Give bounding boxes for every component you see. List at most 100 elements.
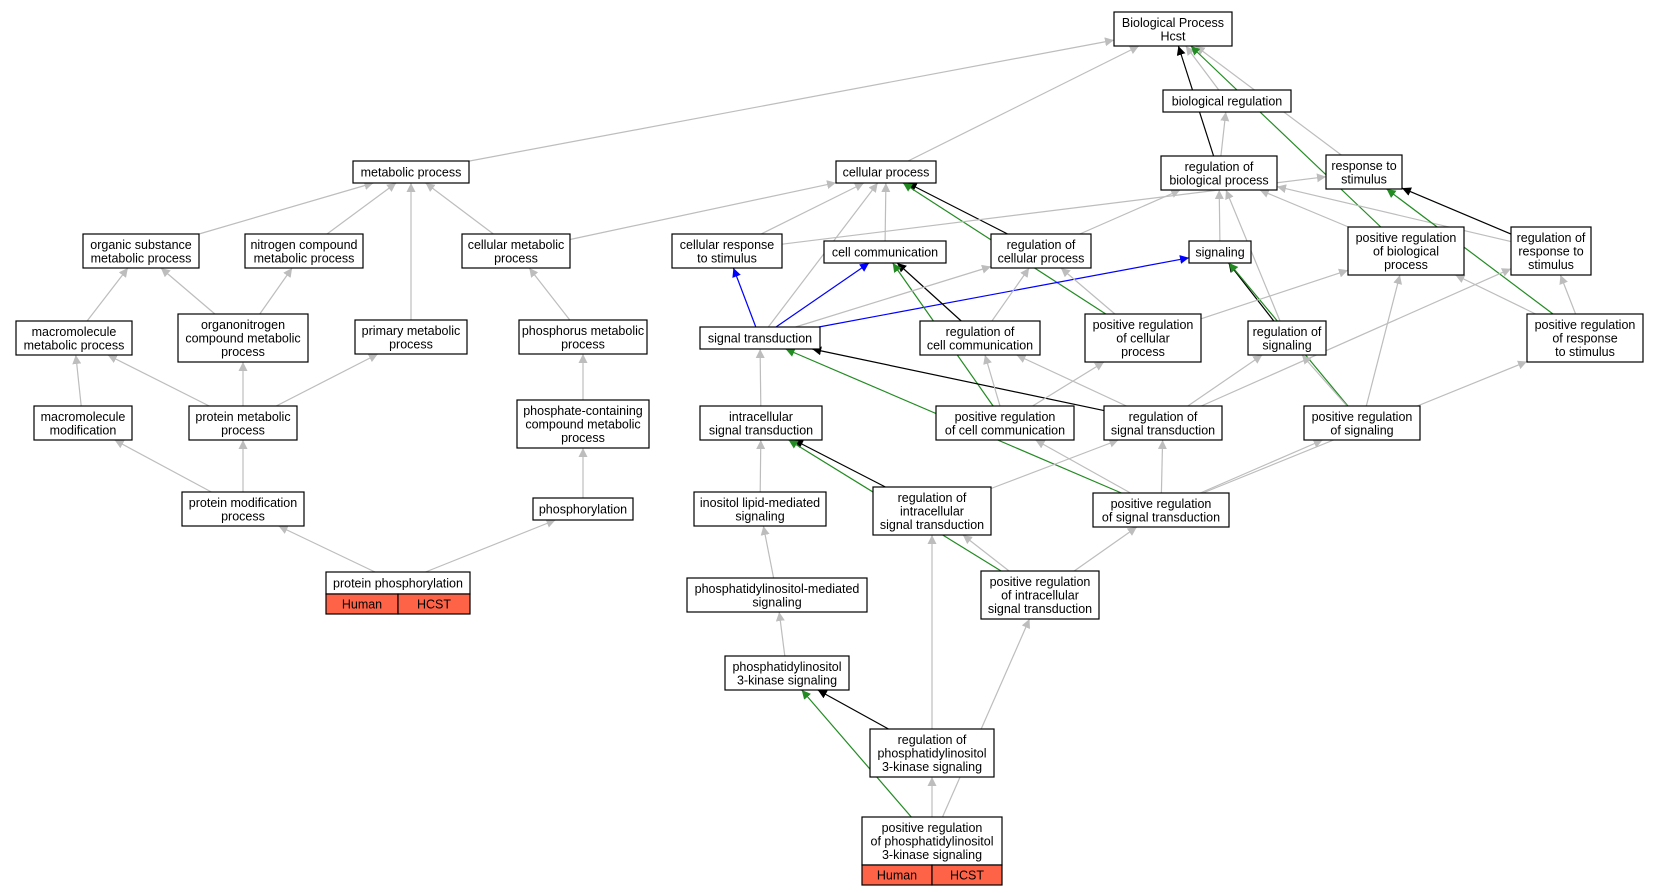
node-regulation-of-phosphatidylinositol-3-kinase-signaling[interactable]: regulation ofphosphatidylinositol3-kinas…	[869, 728, 995, 778]
edge-regulates	[907, 182, 1008, 235]
edge-is-a	[1225, 189, 1281, 322]
node-label: signal transduction	[988, 602, 1092, 616]
node-label: positive regulation	[1356, 231, 1457, 245]
node-biological-regulation[interactable]: biological regulation	[1162, 89, 1292, 113]
node-label: signal transduction	[709, 423, 813, 437]
node-label: process	[221, 509, 265, 523]
edge-is-a	[775, 611, 786, 657]
node-label: phosphatidylinositol	[877, 747, 986, 761]
node-box	[33, 405, 133, 441]
edge-is-a	[991, 267, 1030, 322]
annotation-tag-label: Human	[342, 598, 382, 612]
node-label: cell communication	[832, 246, 938, 260]
node-metabolic-process[interactable]: metabolic process	[352, 160, 470, 184]
node-box	[1526, 313, 1644, 363]
node-label: macromolecule	[41, 410, 126, 424]
edge-is-a	[468, 37, 1115, 162]
node-box	[1303, 405, 1421, 441]
edge-is-a	[767, 182, 879, 328]
node-label: cellular response	[680, 238, 775, 252]
node-signaling[interactable]: signaling	[1188, 240, 1252, 264]
node-box	[354, 319, 468, 355]
edge-is-a	[983, 354, 1001, 407]
node-cellular-process[interactable]: cellular process	[835, 160, 937, 184]
node-box	[990, 233, 1092, 269]
node-label: process	[561, 337, 605, 351]
edge-is-a	[1201, 268, 1512, 407]
node-box	[1113, 11, 1233, 47]
edge-regulates	[1228, 262, 1275, 322]
node-box	[1160, 155, 1278, 191]
node-label: of intracellular	[1001, 589, 1079, 603]
edge-is-a	[1455, 274, 1536, 315]
node-label: process	[221, 423, 265, 437]
edge-is-a	[755, 348, 765, 407]
node-label: regulation of	[946, 325, 1015, 339]
node-label: protein modification	[189, 496, 297, 510]
node-box	[516, 399, 650, 449]
node-phosphorylation[interactable]: phosphorylation	[532, 497, 634, 521]
annotation-tag-label: HCST	[950, 869, 984, 883]
node-label: protein metabolic	[195, 410, 290, 424]
node-label: cell communication	[927, 338, 1033, 352]
edge-is-a	[1073, 526, 1138, 572]
edge-part-of	[818, 255, 1190, 328]
edge-is-a	[1187, 354, 1263, 407]
node-box	[15, 320, 133, 356]
node-label: compound metabolic	[525, 418, 640, 432]
edge-is-a	[425, 182, 494, 235]
edge-regulates	[793, 439, 886, 488]
node-label: intracellular	[729, 410, 793, 424]
node-box	[82, 233, 200, 269]
node-label: Biological Process	[1122, 16, 1224, 30]
node-label: biological regulation	[1172, 95, 1283, 109]
node-signal-transduction[interactable]: signal transduction	[699, 326, 821, 350]
node-label: 3-kinase signaling	[737, 673, 837, 687]
node-label: cellular metabolic	[468, 238, 565, 252]
node-label: to stimulus	[697, 251, 757, 265]
edge-is-a	[941, 618, 1031, 818]
edge-is-a	[326, 182, 397, 235]
node-label: metabolic process	[24, 338, 125, 352]
node-cell-communication[interactable]: cell communication	[823, 240, 947, 264]
node-label: process	[1121, 345, 1165, 359]
node-label: regulation of	[1129, 410, 1198, 424]
node-box	[935, 405, 1075, 441]
edge-is-a	[1276, 184, 1512, 243]
